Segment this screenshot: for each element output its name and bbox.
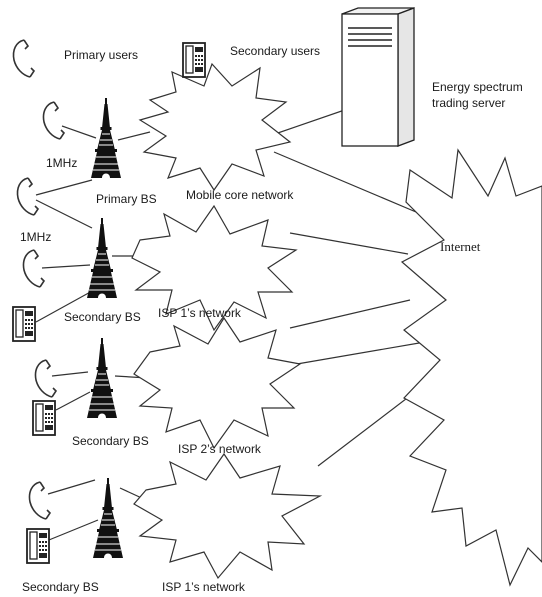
- secondary-bs-3-deskphone-icon: [26, 528, 50, 564]
- secondary-users-label: Secondary users: [230, 44, 321, 58]
- secondary-bs-3-handset-icon: [28, 481, 51, 520]
- primary-bs-label: Primary BS: [96, 192, 157, 206]
- server-icon: [341, 7, 415, 147]
- secondary-bs-2-handset-icon: [34, 359, 57, 398]
- secondary-user-legend-icon: [182, 42, 206, 78]
- isp1-top-cloud: [131, 204, 298, 332]
- secondary-bs-2-label: Secondary BS: [72, 434, 149, 448]
- secondary-bandwidth-label: 1MHz: [20, 230, 52, 244]
- secondary-bs-2-deskphone-icon: [32, 400, 56, 436]
- link-lines: [35, 103, 458, 543]
- secondary-bs-3-label: Secondary BS: [22, 580, 99, 594]
- isp1-bottom-cloud: [133, 452, 323, 580]
- shared-user-handset-icon: [16, 177, 39, 216]
- isp1-bottom-network-label: ISP 1’s network: [162, 580, 245, 594]
- isp1-top-network-label: ISP 1’s network: [158, 306, 241, 320]
- secondary-bs-1-tower-icon: [86, 217, 118, 299]
- primary-users-label: Primary users: [64, 48, 139, 62]
- secondary-bs-3-tower-icon: [92, 477, 124, 559]
- mobile-core-network-label: Mobile core network: [186, 188, 294, 202]
- secondary-bs-2-tower-icon: [86, 337, 118, 419]
- server-label-line2: trading server: [432, 96, 506, 110]
- internet-cloud: [400, 148, 542, 587]
- secondary-bs-1-label: Secondary BS: [64, 310, 141, 324]
- isp2-network-label: ISP 2’s network: [178, 442, 261, 456]
- primary-user-handset-icon: [42, 101, 65, 140]
- primary-bandwidth-label: 1MHz: [46, 156, 78, 170]
- primary-user-legend-icon: [12, 39, 35, 78]
- isp2-cloud: [133, 316, 302, 450]
- secondary-bs-1-handset-icon: [22, 249, 45, 288]
- secondary-bs-1-deskphone-icon: [12, 306, 36, 342]
- server-label-line1: Energy spectrum: [432, 80, 523, 94]
- mobile-core-cloud: [138, 62, 292, 192]
- internet-label: Internet: [440, 239, 481, 254]
